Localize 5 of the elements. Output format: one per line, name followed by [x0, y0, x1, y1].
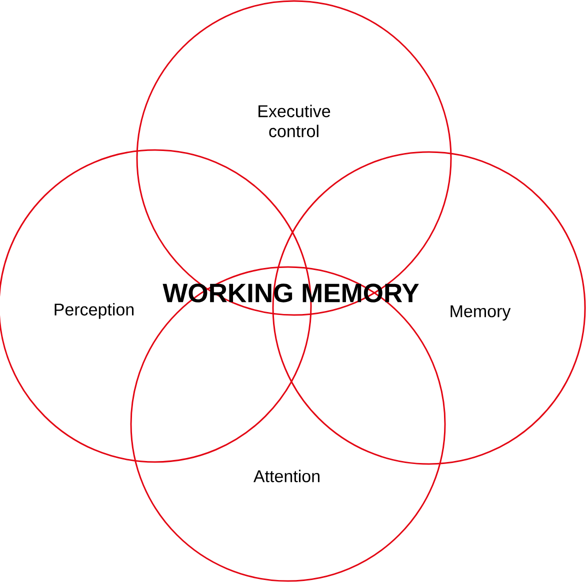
- circle-label: Executive control: [258, 104, 330, 138]
- circle-label: Memory: [450, 305, 511, 321]
- circle-label: Attention: [253, 470, 320, 482]
- circle-label: Perception: [54, 303, 134, 319]
- venn-circle: [136, 0, 452, 316]
